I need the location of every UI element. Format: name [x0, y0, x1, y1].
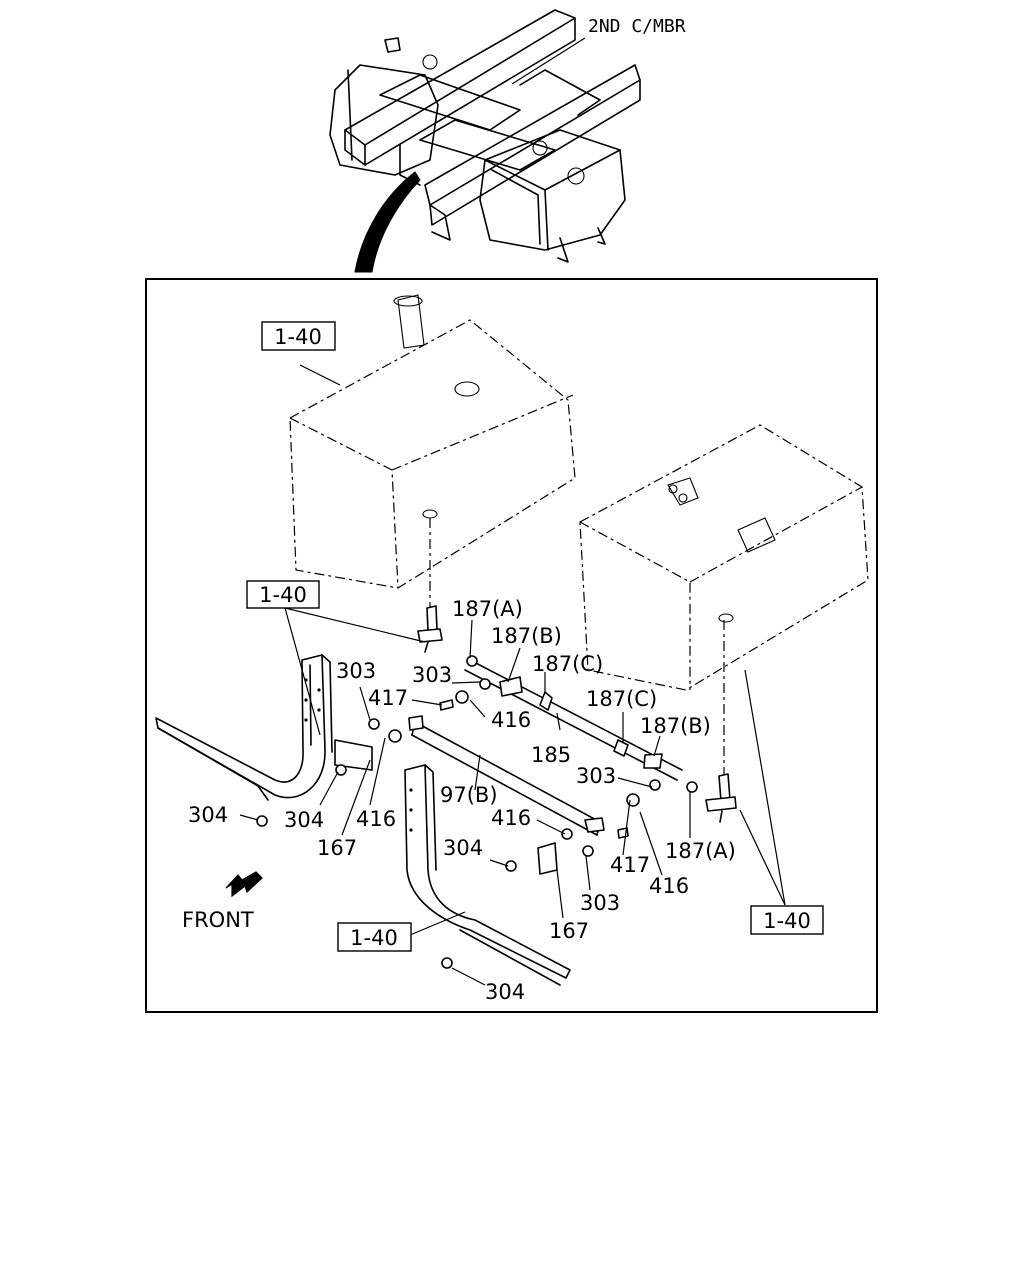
fuel-hose-assembly	[417, 518, 737, 823]
part-label-304-bottom: 304	[485, 980, 525, 1004]
left-tank-bracket	[155, 654, 402, 827]
ref-bracket-left: 1-40	[259, 583, 307, 607]
part-label-416-left: 416	[356, 807, 396, 831]
part-label-167-left: 167	[317, 836, 357, 860]
part-label-304-left: 304	[188, 803, 228, 827]
cross-bar-97b	[408, 715, 605, 836]
inset-caption: 2ND C/MBR	[588, 16, 686, 37]
leader-lines	[239, 364, 786, 986]
part-label-187c-mid: 187(C)	[586, 687, 657, 711]
part-label-187b-top: 187(B)	[491, 624, 562, 648]
part-label-167-right: 167	[549, 919, 589, 943]
left-fuel-tank	[289, 294, 576, 589]
detail-frame	[145, 278, 878, 1013]
part-label-97b: 97(B)	[440, 783, 498, 807]
part-label-187a-bottom: 187(A)	[665, 839, 736, 863]
bottom-tank-bracket	[404, 764, 594, 986]
part-label-187c-top: 187(C)	[532, 652, 603, 676]
ref-box-tank-left[interactable]: 1-40	[261, 321, 336, 351]
part-label-417-left: 417	[368, 686, 408, 710]
part-label-303-bottom: 303	[580, 891, 620, 915]
part-label-304-inner: 304	[284, 808, 324, 832]
front-label: FRONT	[182, 908, 254, 932]
ref-bracket-bottom: 1-40	[350, 926, 398, 950]
part-label-416-center: 416	[491, 806, 531, 830]
part-label-416-right: 416	[649, 874, 689, 898]
ref-box-bracket-left[interactable]: 1-40	[246, 580, 320, 609]
ref-tank-right: 1-40	[763, 909, 811, 933]
part-label-185: 185	[531, 743, 571, 767]
part-label-187a-top: 187(A)	[452, 597, 523, 621]
part-label-416-top: 416	[491, 708, 531, 732]
part-label-417-right: 417	[610, 853, 650, 877]
right-fasteners	[439, 678, 661, 839]
ref-box-tank-right[interactable]: 1-40	[750, 905, 824, 935]
front-direction-arrow-icon	[225, 871, 263, 898]
part-label-187b-mid: 187(B)	[640, 714, 711, 738]
chassis-inset-illustration	[329, 9, 641, 273]
right-fuel-tank	[579, 424, 869, 691]
part-labels: 187(A) 187(B) 187(C) 187(C) 187(B) 187(A…	[188, 597, 736, 1004]
part-label-303-mid: 303	[576, 764, 616, 788]
ref-box-bracket-bottom[interactable]: 1-40	[337, 922, 412, 952]
part-label-304-center: 304	[443, 836, 483, 860]
part-label-303-top: 303	[412, 663, 452, 687]
part-label-303-left: 303	[336, 659, 376, 683]
ref-tank-left: 1-40	[274, 325, 322, 349]
